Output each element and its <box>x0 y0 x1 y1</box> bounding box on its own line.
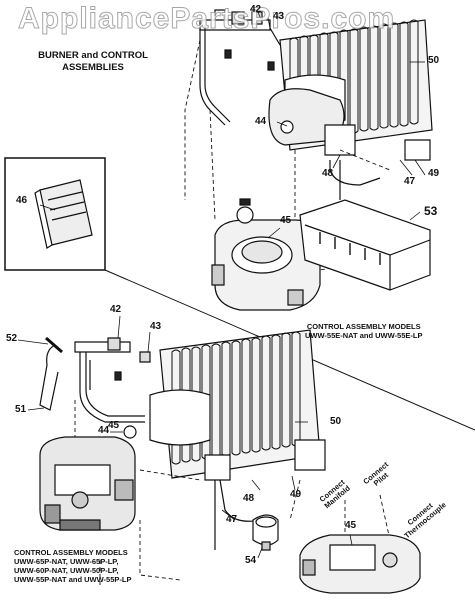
callout-49-lower: 49 <box>290 489 302 500</box>
manifold-lower <box>74 337 151 439</box>
title-line-2: ASSEMBLIES <box>62 62 124 73</box>
callout-52: 52 <box>6 333 18 344</box>
pilot-bracket-lower <box>204 454 261 550</box>
callout-50-upper: 50 <box>428 55 440 66</box>
callout-54: 54 <box>245 555 257 566</box>
installation-card-46 <box>4 157 106 271</box>
callout-43-lower: 43 <box>150 321 162 332</box>
caption-lower-line-4: UWW-55P-NAT and UWW-55P-LP <box>14 575 132 584</box>
caption-lower-line-1: CONTROL ASSEMBLY MODELS <box>14 548 128 557</box>
elbow-fitting-54 <box>252 514 279 551</box>
callout-46: 46 <box>16 195 28 206</box>
caption-lower: CONTROL ASSEMBLY MODELS UWW-65P-NAT, UWW… <box>14 548 131 584</box>
gas-valve-lower-right <box>299 534 421 594</box>
callout-45-lower-right: 45 <box>345 520 357 531</box>
callout-53: 53 <box>424 204 438 218</box>
callout-42-lower: 42 <box>110 304 122 315</box>
callout-45-upper: 45 <box>280 215 292 226</box>
gas-valve-upper <box>211 198 321 311</box>
gas-valve-lower-left <box>39 436 136 531</box>
caption-upper-line-2: UWW-55E-NAT and UWW-55E-LP <box>305 331 423 340</box>
callout-51: 51 <box>15 404 27 415</box>
pilot-bracket-upper <box>324 124 381 200</box>
callout-49-upper: 49 <box>428 168 440 179</box>
caption-lower-line-2: UWW-65P-NAT, UWW-65P-LP, <box>14 557 119 566</box>
watermark: AppliancePartsPros.com <box>17 2 396 36</box>
callout-48-lower: 48 <box>243 493 255 504</box>
diagram-title: BURNER and CONTROL ASSEMBLIES <box>38 50 148 74</box>
callout-43-upper: 43 <box>273 11 285 22</box>
callout-45-lower-left: 45 <box>108 420 120 431</box>
title-line-1: BURNER and CONTROL <box>38 50 148 61</box>
caption-upper: CONTROL ASSEMBLY MODELS UWW-55E-NAT and … <box>305 322 422 340</box>
callout-42-upper: 42 <box>250 4 262 15</box>
thermocouple-lower <box>39 336 63 411</box>
heat-exchanger-lower <box>149 329 326 479</box>
callout-47-upper: 47 <box>404 176 416 187</box>
callout-44-lower: 44 <box>98 425 110 436</box>
caption-lower-line-3: UWW-60P-NAT, UWW-50P-LP, <box>14 566 119 575</box>
callout-44-upper: 44 <box>255 116 267 127</box>
control-module-53 <box>299 199 431 291</box>
callout-48-upper: 48 <box>322 168 334 179</box>
callout-50-lower: 50 <box>330 416 342 427</box>
caption-upper-line-1: CONTROL ASSEMBLY MODELS <box>306 322 421 331</box>
callout-47-lower: 47 <box>226 514 238 525</box>
